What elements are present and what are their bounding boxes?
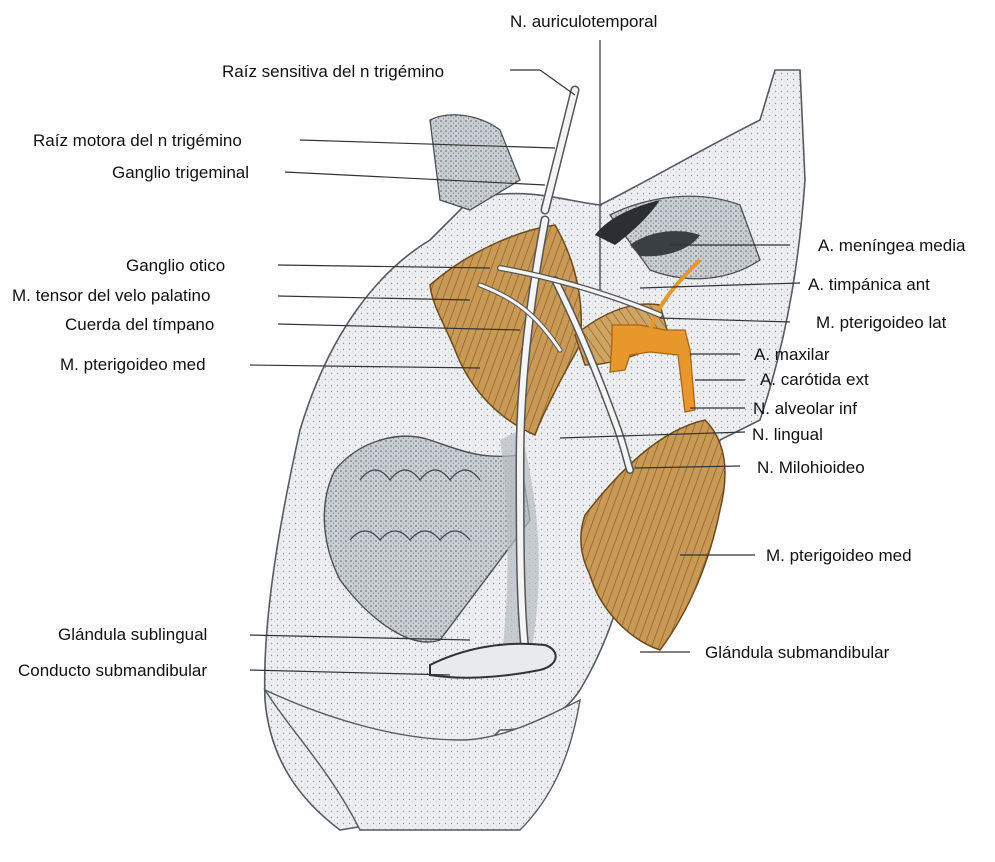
label-timpanica-ant: A. timpánica ant (808, 275, 930, 295)
label-carotida-ext: A. carótida ext (760, 370, 869, 390)
label-glandula-submandibular: Glándula submandibular (705, 643, 889, 663)
label-raiz-sensitiva: Raíz sensitiva del n trigémino (222, 62, 444, 82)
label-maxilar: A. maxilar (754, 345, 830, 365)
label-auriculotemporal: N. auriculotemporal (510, 12, 657, 32)
label-milohioideo: N. Milohioideo (757, 458, 865, 478)
label-pterigoideo-med-left: M. pterigoideo med (60, 355, 206, 375)
label-meningea-media: A. meníngea media (818, 236, 965, 256)
label-ganglio-trigeminal: Ganglio trigeminal (112, 163, 249, 183)
label-lingual: N. lingual (752, 425, 823, 445)
label-tensor-velo: M. tensor del velo palatino (12, 286, 210, 306)
label-alveolar-inf: N. alveolar inf (753, 399, 857, 419)
label-ganglio-otico: Ganglio otico (126, 256, 225, 276)
label-glandula-sublingual: Glándula sublingual (58, 625, 207, 645)
label-raiz-motora: Raíz motora del n trigémino (33, 131, 242, 151)
label-pterigoideo-med-right: M. pterigoideo med (766, 546, 912, 566)
label-conducto-submandibular: Conducto submandibular (18, 661, 207, 681)
label-cuerda-timpano: Cuerda del tímpano (65, 315, 214, 335)
label-pterigoideo-lat: M. pterigoideo lat (816, 313, 946, 333)
